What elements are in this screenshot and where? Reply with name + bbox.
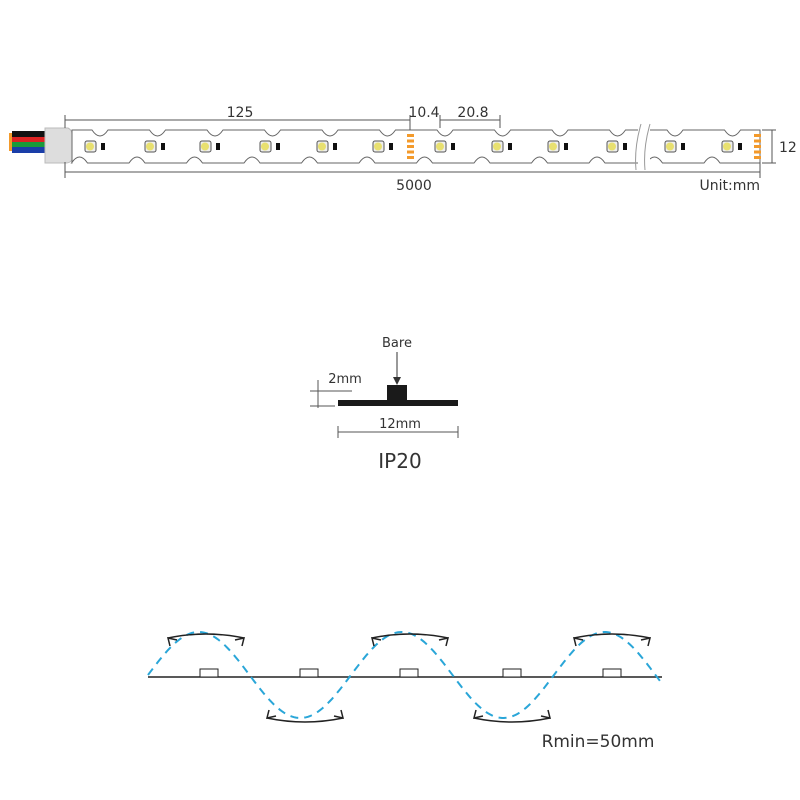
dim-cut-offset-label: 10.4 bbox=[408, 105, 439, 121]
led-chip bbox=[372, 140, 393, 153]
strip-segment bbox=[502, 668, 522, 678]
strip-segment bbox=[199, 668, 219, 678]
bend-arrow bbox=[265, 709, 345, 723]
led-chip bbox=[259, 140, 280, 153]
bare-label: Bare bbox=[382, 336, 412, 351]
height-label: 2mm bbox=[328, 372, 362, 387]
led-chip bbox=[606, 140, 627, 153]
bending-diagram bbox=[147, 630, 663, 723]
dim-pitch-label: 125 bbox=[227, 105, 254, 121]
unit-label: Unit:mm bbox=[700, 178, 761, 194]
led-chip bbox=[491, 140, 512, 153]
bend-arrow bbox=[472, 709, 552, 723]
dim-width-label: 12 bbox=[779, 140, 797, 156]
bend-arrow bbox=[166, 633, 246, 647]
led-chip bbox=[664, 140, 685, 153]
strip-segment bbox=[299, 668, 319, 678]
min-radius-label: Rmin=50mm bbox=[542, 732, 655, 752]
led-chip bbox=[84, 140, 105, 153]
led-chip bbox=[144, 140, 165, 153]
led-chip bbox=[199, 140, 220, 153]
led-strip-body bbox=[70, 129, 761, 164]
led-chip bbox=[316, 140, 337, 153]
cut-pad bbox=[754, 134, 761, 159]
cross-section-profile bbox=[310, 352, 459, 438]
width-label: 12mm bbox=[379, 417, 421, 432]
break-mark bbox=[635, 122, 651, 172]
strip-segment bbox=[399, 668, 419, 678]
dimension-lines bbox=[64, 115, 776, 178]
led-chip bbox=[547, 140, 568, 153]
dim-length-label: 5000 bbox=[396, 178, 432, 194]
led-chip bbox=[434, 140, 455, 153]
bend-arrow bbox=[572, 633, 652, 647]
wire-connector bbox=[9, 127, 73, 164]
strip-outline bbox=[70, 129, 761, 164]
dim-led-pitch-label: 20.8 bbox=[457, 105, 488, 121]
bend-arrow bbox=[370, 633, 450, 647]
ip-rating-label: IP20 bbox=[378, 449, 421, 473]
cut-pad bbox=[407, 134, 414, 159]
led-chip bbox=[721, 140, 742, 153]
strip-segment bbox=[602, 668, 622, 678]
